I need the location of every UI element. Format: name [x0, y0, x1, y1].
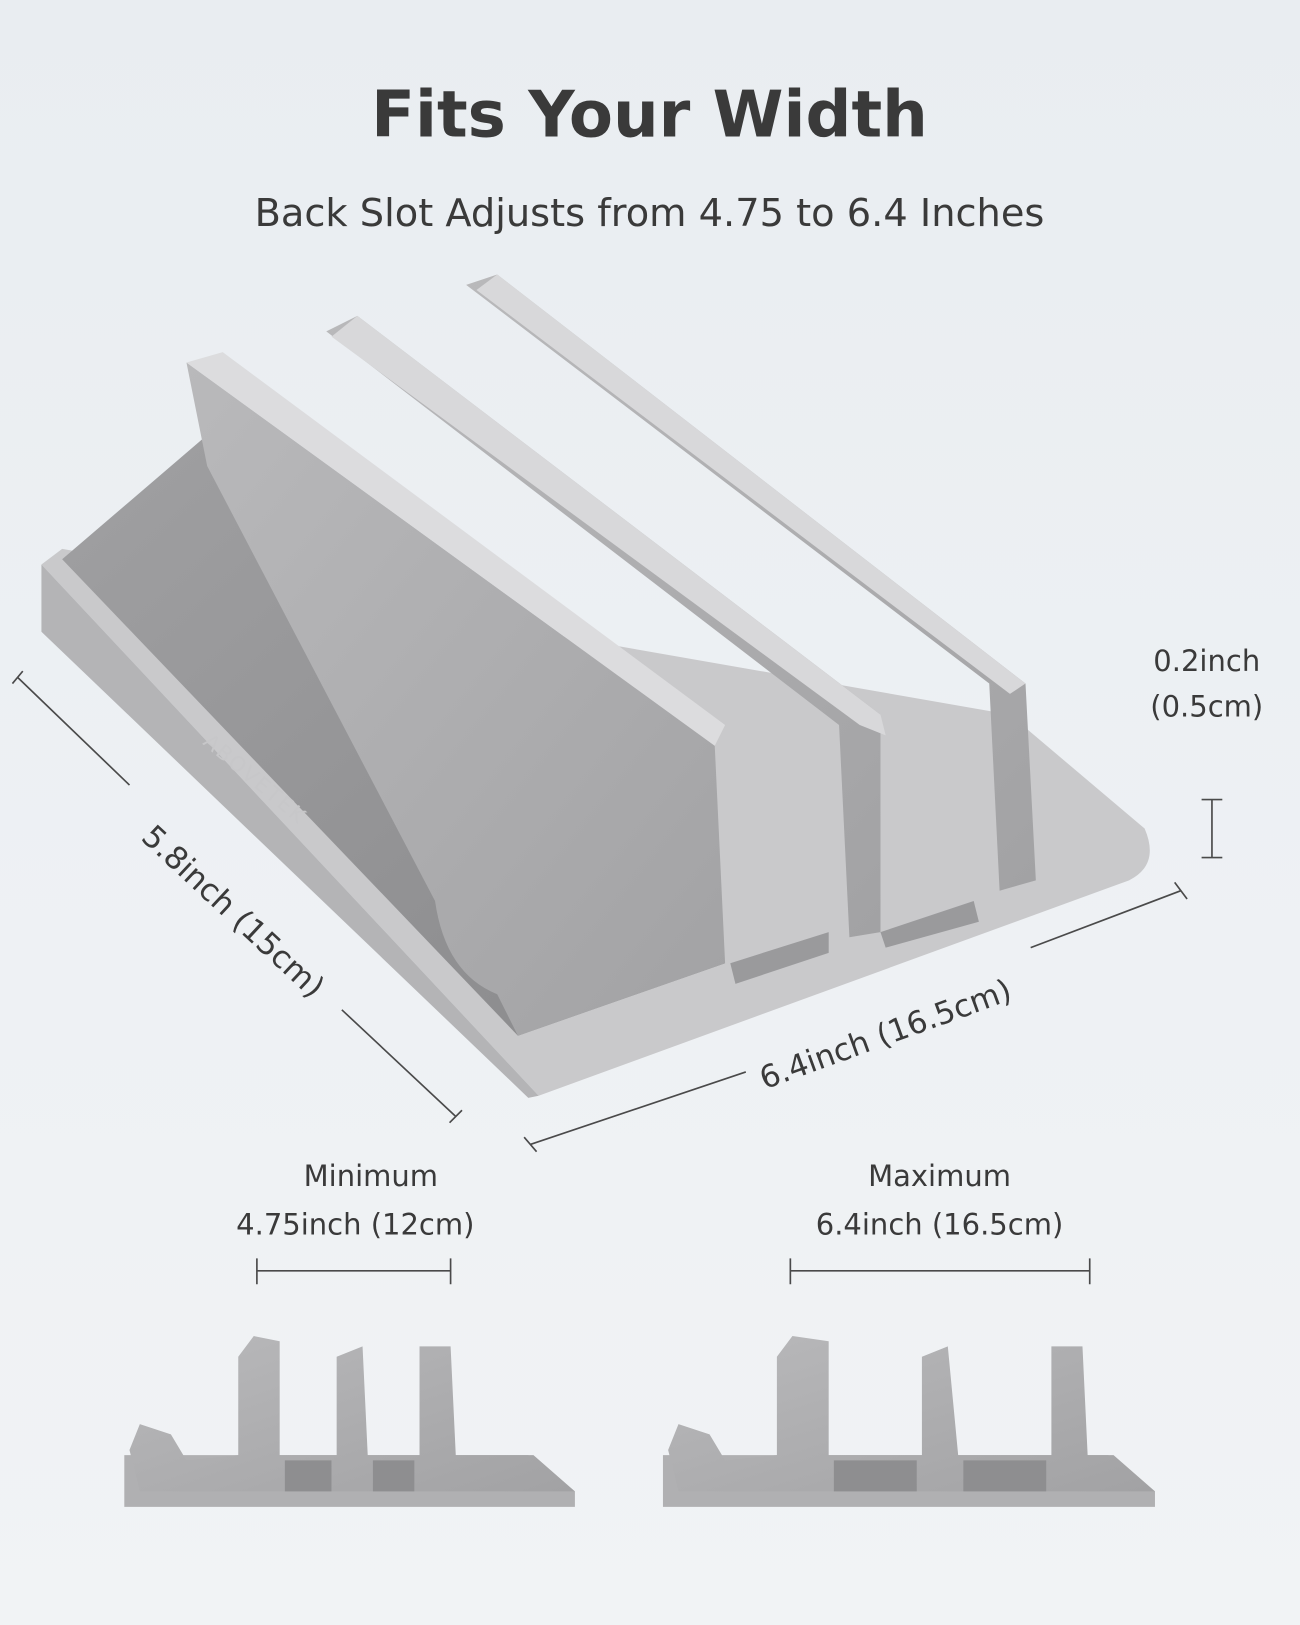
page-subtitle: Back Slot Adjusts from 4.75 to 6.4 Inche… — [255, 191, 1045, 236]
svg-text:(0.5cm): (0.5cm) — [1150, 690, 1263, 724]
thickness-dimension: 0.2inch (0.5cm) — [1150, 644, 1263, 859]
minimum-config: Minimum 4.75inch (12cm) — [124, 1159, 575, 1507]
svg-text:4.75inch (12cm): 4.75inch (12cm) — [236, 1208, 474, 1242]
svg-text:0.2inch: 0.2inch — [1153, 644, 1260, 678]
page-title: Fits Your Width — [371, 78, 928, 153]
svg-text:Maximum: Maximum — [868, 1159, 1011, 1193]
svg-text:Minimum: Minimum — [304, 1159, 438, 1193]
laptop-stand-main: ABOVETEK — [41, 274, 1150, 1098]
maximum-config: Maximum 6.4inch (16.5cm) — [662, 1159, 1155, 1507]
svg-text:6.4inch (16.5cm): 6.4inch (16.5cm) — [816, 1208, 1064, 1242]
